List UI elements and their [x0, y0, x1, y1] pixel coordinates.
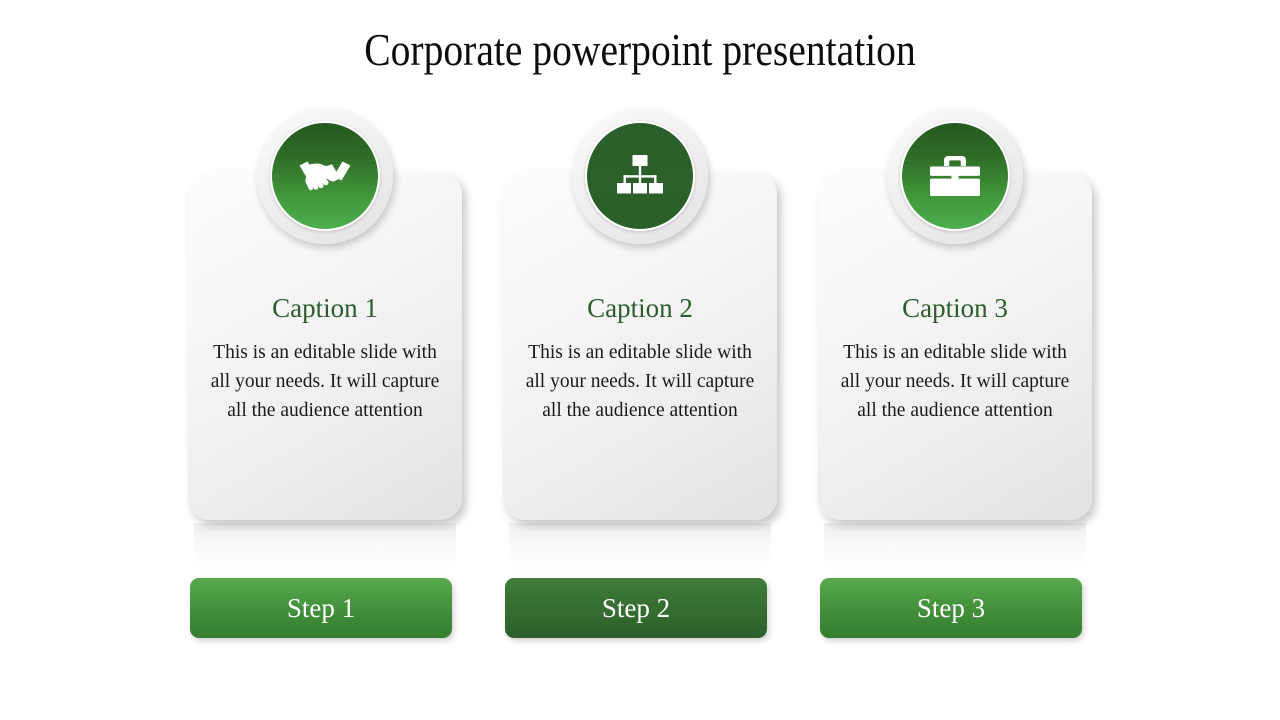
card-text-3: Caption 3 This is an editable slide with…	[830, 292, 1080, 425]
icon-badge-2[interactable]	[572, 108, 708, 244]
icon-badge-3[interactable]	[887, 108, 1023, 244]
step-button-2[interactable]: Step 2	[505, 578, 767, 638]
card-caption-1: Caption 1	[272, 293, 378, 323]
column-3: Caption 3 This is an editable slide with…	[818, 0, 1092, 720]
icon-disc-2	[585, 121, 695, 231]
column-1: Caption 1 This is an editable slide with…	[188, 0, 462, 720]
card-body-2: This is an editable slide with all your …	[525, 342, 755, 421]
handshake-icon	[297, 154, 353, 198]
icon-disc-3	[900, 121, 1010, 231]
card-caption-3: Caption 3	[902, 293, 1008, 323]
column-2: Caption 2 This is an editable slide with…	[503, 0, 777, 720]
card-reflection-2	[509, 523, 771, 585]
card-body-3: This is an editable slide with all your …	[840, 342, 1070, 421]
briefcase-icon	[928, 153, 982, 199]
card-reflection-1	[194, 523, 456, 585]
page-title: Corporate powerpoint presentation	[364, 24, 916, 75]
icon-disc-1	[270, 121, 380, 231]
org-chart-icon	[614, 153, 666, 199]
card-caption-2: Caption 2	[587, 293, 693, 323]
card-text-1: Caption 1 This is an editable slide with…	[200, 292, 450, 425]
card-body-1: This is an editable slide with all your …	[210, 342, 440, 421]
card-text-2: Caption 2 This is an editable slide with…	[515, 292, 765, 425]
step-button-3[interactable]: Step 3	[820, 578, 1082, 638]
step-button-1[interactable]: Step 1	[190, 578, 452, 638]
step-button-label-3: Step 3	[916, 592, 986, 623]
step-button-label-1: Step 1	[286, 592, 356, 623]
step-button-label-2: Step 2	[601, 592, 671, 623]
card-reflection-3	[824, 523, 1086, 585]
icon-badge-1[interactable]	[257, 108, 393, 244]
